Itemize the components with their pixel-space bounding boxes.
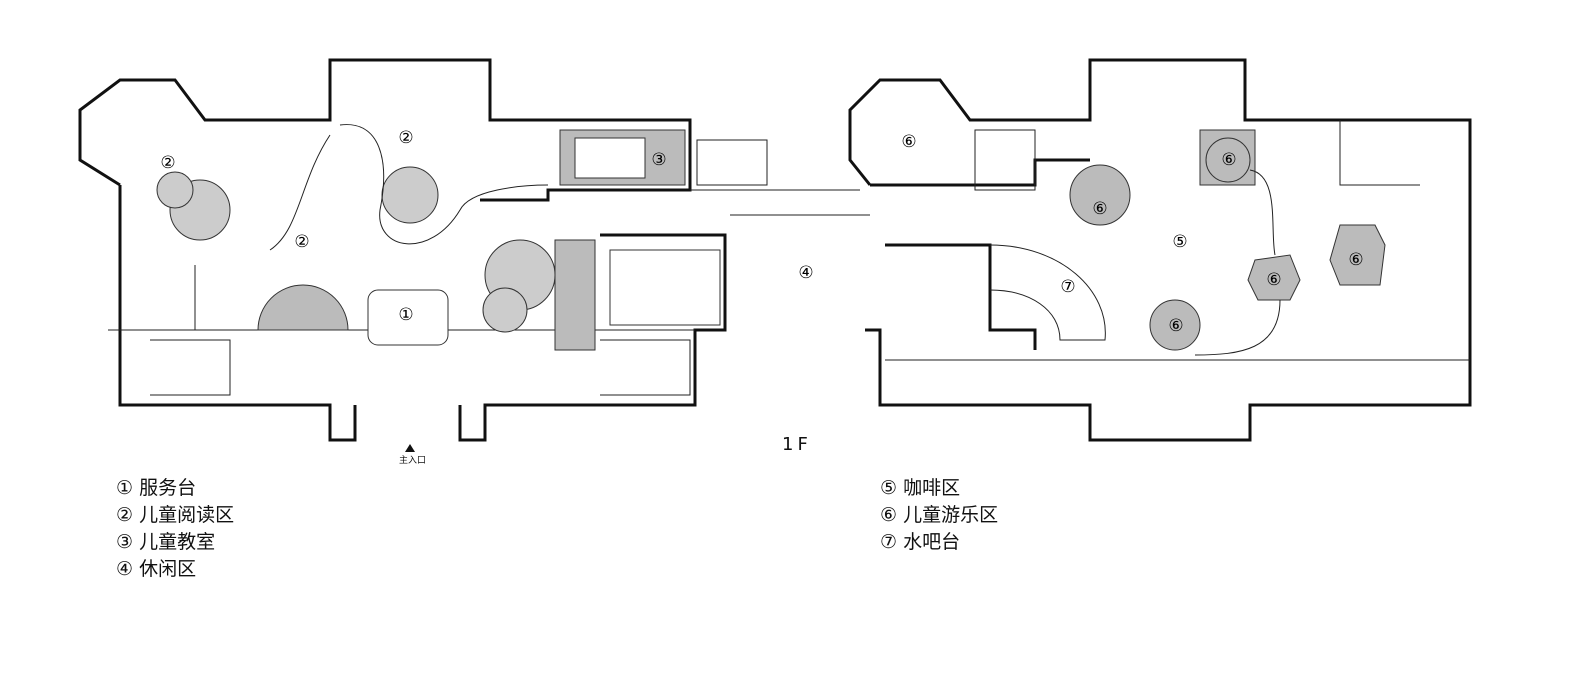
legend-item: ③ 儿童教室 bbox=[116, 529, 234, 556]
legend-item: ① 服务台 bbox=[116, 475, 234, 502]
legend-name: 儿童游乐区 bbox=[903, 504, 999, 526]
entrance-label: 主入口 bbox=[399, 456, 427, 466]
legend-name: 服务台 bbox=[139, 477, 197, 499]
legend-num: ⑦ bbox=[880, 531, 898, 553]
marker-playground: ⑥ bbox=[1266, 270, 1281, 290]
marker-water-bar: ⑦ bbox=[1060, 277, 1075, 297]
marker-playground: ⑥ bbox=[1092, 199, 1107, 219]
legend-item: ⑤ 咖啡区 bbox=[880, 475, 998, 502]
legend-name: 水吧台 bbox=[903, 531, 961, 553]
legend-num: ⑤ bbox=[880, 477, 898, 499]
marker-cafe: ⑤ bbox=[1172, 232, 1187, 252]
legend-right: ⑤ 咖啡区 ⑥ 儿童游乐区 ⑦ 水吧台 bbox=[880, 475, 998, 556]
floor-label: 1F bbox=[782, 434, 812, 455]
marker-playground: ⑥ bbox=[1348, 250, 1363, 270]
legend-item: ② 儿童阅读区 bbox=[116, 502, 234, 529]
marker-playground: ⑥ bbox=[1221, 150, 1236, 170]
legend-left: ① 服务台 ② 儿童阅读区 ③ 儿童教室 ④ 休闲区 bbox=[116, 475, 234, 583]
plan-markers: ① ② ② ② ③ ④ ⑤ ⑥ ⑥ ⑥ ⑥ ⑥ ⑥ ⑦ bbox=[160, 128, 1363, 336]
legend-num: ④ bbox=[116, 558, 134, 580]
entrance-arrow-icon bbox=[405, 444, 415, 452]
legend-item: ④ 休闲区 bbox=[116, 556, 234, 583]
legend-name: 休闲区 bbox=[139, 558, 197, 580]
left-building bbox=[78, 58, 727, 442]
marker-service-desk: ① bbox=[398, 305, 413, 325]
right-building bbox=[848, 58, 1472, 442]
legend-name: 咖啡区 bbox=[903, 477, 961, 499]
legend-item: ⑦ 水吧台 bbox=[880, 529, 998, 556]
legend-num: ② bbox=[116, 504, 134, 526]
legend-num: ⑥ bbox=[880, 504, 898, 526]
legend-name: 儿童教室 bbox=[139, 531, 216, 553]
legend-num: ③ bbox=[116, 531, 134, 553]
marker-leisure-area: ④ bbox=[798, 263, 813, 283]
corridor bbox=[690, 139, 870, 216]
marker-playground: ⑥ bbox=[901, 132, 916, 152]
legend-num: ① bbox=[116, 477, 134, 499]
marker-reading-area: ② bbox=[160, 153, 175, 173]
marker-playground: ⑥ bbox=[1168, 316, 1183, 336]
legend-item: ⑥ 儿童游乐区 bbox=[880, 502, 998, 529]
marker-reading-area: ② bbox=[398, 128, 413, 148]
legend-name: 儿童阅读区 bbox=[139, 504, 235, 526]
marker-reading-area: ② bbox=[294, 232, 309, 252]
marker-classroom: ③ bbox=[651, 150, 666, 170]
